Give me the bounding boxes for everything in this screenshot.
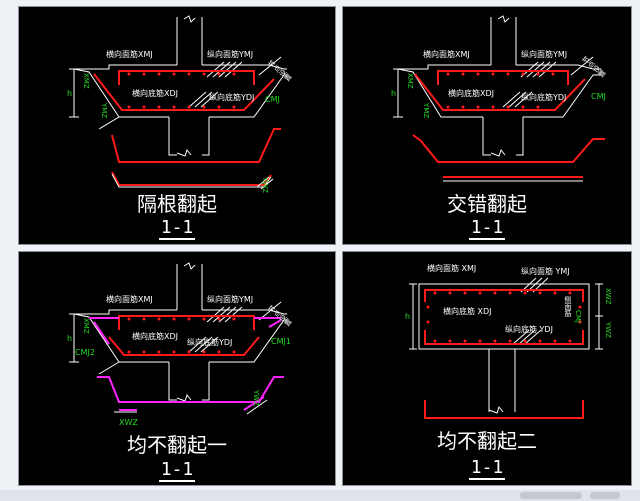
label-ydj-4: 纵向底筋 YDJ	[505, 325, 553, 334]
label-xwz-3: XWZ	[119, 418, 138, 427]
label-xmj-2: 横向面筋XMJ	[423, 50, 470, 59]
caption-4: 均不翻起二	[437, 429, 537, 453]
label-xmj-1: 横向面筋XMJ	[106, 50, 153, 59]
label-xdj-1: 横向底筋XDJ	[132, 89, 178, 98]
label-xmj-4: 横向面筋 XMJ	[427, 264, 477, 273]
caption-3: 均不翻起一	[127, 433, 227, 457]
label-ydj-2: 纵向底筋YDJ	[521, 93, 567, 102]
scrollbar-thumb[interactable]	[520, 492, 582, 499]
label-xdj-3: 横向底筋XDJ	[132, 332, 178, 341]
section-label-4: 1-1	[468, 457, 506, 480]
label-h-2: h	[391, 89, 397, 98]
label-xmz-2: XMZ	[406, 73, 414, 89]
scrollbar-thumb-secondary[interactable]	[590, 492, 620, 499]
label-ymz-1: YMZ	[100, 103, 108, 119]
diagram-2-drawing	[393, 15, 605, 182]
label-side-4: 侧面筋	[564, 296, 572, 317]
label-xwz-4: XWZ	[604, 288, 612, 305]
label-h-3: h	[67, 334, 73, 343]
label-xdj-2: 横向底筋XDJ	[448, 89, 494, 98]
label-ydj-3: 纵向底筋YDJ	[187, 338, 233, 347]
label-ymj-4: 纵向面筋 YMJ	[521, 267, 570, 276]
label-ydj-1: 纵向底筋YDJ	[209, 93, 255, 102]
diagram-3-drawing	[69, 262, 287, 415]
label-ymz-2: YMZ	[422, 103, 430, 119]
label-cmj-2: CMJ	[591, 92, 606, 101]
label-ymj-3: 纵向面筋YMJ	[207, 295, 254, 304]
label-xmz-3: XMZ	[82, 318, 90, 334]
label-ymj-1: 纵向面筋YMJ	[207, 50, 254, 59]
label-cmj2-3: CMJ2	[75, 348, 95, 357]
label-xmz-1: XMZ	[82, 73, 90, 89]
label-h-4: h	[405, 312, 411, 321]
label-xdj-4: 横向底筋 XDJ	[443, 307, 492, 316]
section-2: 1-1	[343, 217, 631, 240]
label-ywz-4: YWZ	[604, 322, 612, 338]
section-4: 1-1	[343, 457, 631, 480]
section-label-3: 1-1	[158, 459, 196, 482]
label-ymj-2: 纵向面筋YMJ	[521, 50, 568, 59]
label-cmj-4: CMJ	[574, 310, 582, 323]
panel-4[interactable]: 横向面筋 XMJ 纵向面筋 YMJ 横向底筋 XDJ 纵向底筋 YDJ 侧面筋 …	[342, 251, 632, 486]
label-xmj-3: 横向面筋XMJ	[106, 295, 153, 304]
diagram-4-drawing	[409, 277, 603, 419]
panel-3[interactable]: 横向面筋XMJ 纵向面筋YMJ 横向底筋XDJ 纵向底筋YDJ CMJ1 CMJ…	[18, 251, 336, 486]
section-3: 1-1	[19, 459, 335, 482]
panel-2[interactable]: 横向面筋XMJ 纵向面筋YMJ 横向底筋XDJ 纵向底筋YDJ CMJ XMZ …	[342, 6, 632, 245]
panel-1[interactable]: 横向面筋XMJ 纵向面筋YMJ 横向底筋XDJ 纵向底筋YDJ CMJ XMZ …	[18, 6, 336, 245]
section-label-2: 1-1	[468, 217, 506, 240]
label-ywz-1: YWZ	[261, 177, 269, 193]
label-cmj1-3: CMJ1	[271, 337, 291, 346]
horizontal-scrollbar[interactable]	[0, 490, 640, 501]
section-1: 1-1	[19, 217, 335, 240]
label-h-1: h	[67, 89, 73, 98]
caption-2: 交错翻起	[447, 192, 527, 216]
section-label-1: 1-1	[158, 217, 196, 240]
diagram-1-drawing	[69, 15, 287, 190]
label-cmj-1: CMJ	[265, 95, 280, 104]
label-ywz-3: YWZ	[252, 390, 260, 406]
caption-1: 隔根翻起	[137, 192, 217, 216]
